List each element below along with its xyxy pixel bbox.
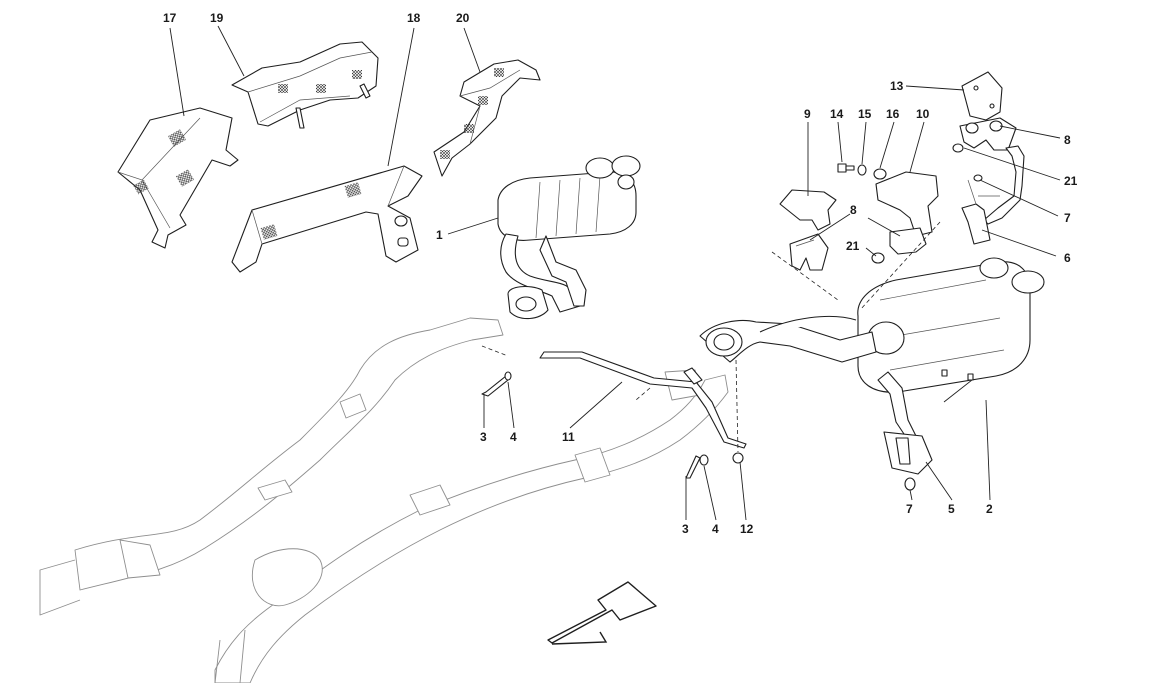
callout-4-left: 4 (510, 430, 517, 444)
heat-shield-17 (117, 107, 239, 249)
callout-15: 15 (858, 107, 872, 121)
callout-6: 6 (1064, 251, 1071, 265)
callout-18: 18 (407, 11, 421, 25)
ghost-pipe-right (214, 369, 729, 683)
callout-19: 19 (210, 11, 224, 25)
bracket-13 (961, 71, 1003, 121)
silencer-right-2 (699, 257, 1045, 393)
callout-16: 16 (886, 107, 900, 121)
callout-12: 12 (740, 522, 754, 536)
callout-10: 10 (916, 107, 930, 121)
callout-7-lower: 7 (906, 502, 913, 516)
callout-8-upper: 8 (1064, 133, 1071, 147)
hanger-rod-6 (961, 145, 1025, 245)
callout-14: 14 (830, 107, 844, 121)
fasteners (481, 143, 964, 479)
callout-5: 5 (948, 502, 955, 516)
hanger-rod-5 (877, 371, 933, 491)
heat-shield-19 (231, 41, 379, 129)
callout-8-lower: 8 (850, 203, 857, 217)
assembly-guides (481, 221, 941, 453)
bracket-11 (539, 351, 747, 449)
front-direction-arrow-icon (547, 581, 657, 645)
callout-4-right: 4 (712, 522, 719, 536)
callout-1: 1 (436, 228, 443, 242)
ghost-pipe-left (39, 317, 504, 616)
callout-9: 9 (804, 107, 811, 121)
callout-7-upper: 7 (1064, 211, 1071, 225)
heat-shield-18 (231, 165, 423, 273)
leader-lines (169, 25, 1061, 521)
callout-20: 20 (456, 11, 470, 25)
callout-3-right: 3 (682, 522, 689, 536)
hanger-bracket-10 (875, 171, 939, 255)
callout-21-upper: 21 (1064, 174, 1078, 188)
callout-labels: 17 19 18 20 1 9 14 15 16 10 13 8 8 21 21… (163, 11, 1078, 536)
callout-17: 17 (163, 11, 177, 25)
hanger-bracket-9 (779, 189, 837, 271)
silencer-left-1 (497, 155, 641, 320)
callout-3-left: 3 (480, 430, 487, 444)
callout-13: 13 (890, 79, 904, 93)
rubber-mount-8-upper (959, 117, 1017, 151)
heat-shield-20 (433, 59, 541, 177)
callout-21-lower: 21 (846, 239, 860, 253)
callout-2: 2 (986, 502, 993, 516)
callout-11: 11 (562, 430, 575, 444)
